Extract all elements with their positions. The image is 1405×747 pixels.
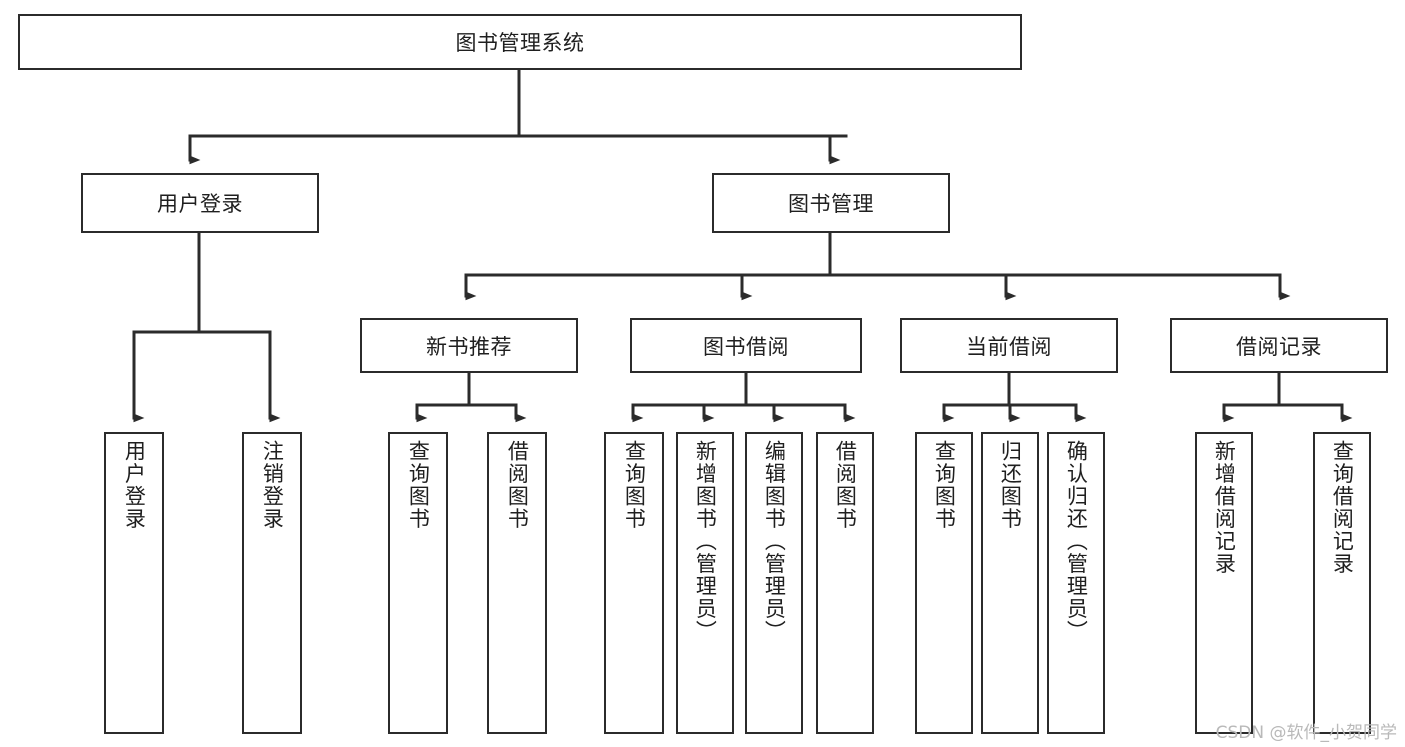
- node-label: 借阅图书: [833, 440, 858, 530]
- node-label: 归还图书: [998, 440, 1023, 530]
- leaf-confirm-return-admin[interactable]: 确认归还（管理员）: [1047, 432, 1105, 734]
- node-label: 查询图书: [622, 440, 647, 530]
- leaf-borrow-books[interactable]: 借阅图书: [816, 432, 874, 734]
- node-label: 编辑图书（管理员）: [762, 440, 787, 643]
- leaf-add-book-admin[interactable]: 新增图书（管理员）: [676, 432, 734, 734]
- node-root-book-management-system[interactable]: 图书管理系统: [18, 14, 1022, 70]
- node-label: 用户登录: [157, 192, 243, 216]
- node-label: 图书管理系统: [455, 31, 585, 55]
- node-label: 确认归还（管理员）: [1064, 440, 1089, 643]
- node-label: 查询图书: [932, 440, 957, 530]
- node-new-book-recommendation[interactable]: 新书推荐: [360, 318, 578, 373]
- node-label: 查询借阅记录: [1330, 440, 1355, 575]
- leaf-edit-book-admin[interactable]: 编辑图书（管理员）: [745, 432, 803, 734]
- node-user-login[interactable]: 用户登录: [81, 173, 319, 233]
- node-label: 注销登录: [260, 440, 285, 530]
- node-current-borrowing[interactable]: 当前借阅: [900, 318, 1118, 373]
- node-label: 新增图书（管理员）: [693, 440, 718, 643]
- leaf-borrow-books-new[interactable]: 借阅图书: [487, 432, 547, 734]
- node-book-management[interactable]: 图书管理: [712, 173, 950, 233]
- node-label: 新增借阅记录: [1212, 440, 1237, 575]
- node-book-borrowing[interactable]: 图书借阅: [630, 318, 862, 373]
- node-label: 图书借阅: [703, 334, 789, 359]
- node-label: 图书管理: [788, 192, 874, 216]
- node-label: 借阅图书: [505, 440, 530, 530]
- leaf-add-borrow-record[interactable]: 新增借阅记录: [1195, 432, 1253, 734]
- leaf-logout[interactable]: 注销登录: [242, 432, 302, 734]
- node-label: 新书推荐: [426, 334, 512, 359]
- leaf-query-books-current[interactable]: 查询图书: [915, 432, 973, 734]
- leaf-query-borrow-record[interactable]: 查询借阅记录: [1313, 432, 1371, 734]
- node-borrowing-records[interactable]: 借阅记录: [1170, 318, 1388, 373]
- watermark-text: CSDN @软件_小贺同学: [1215, 723, 1397, 743]
- leaf-user-login[interactable]: 用户登录: [104, 432, 164, 734]
- node-label: 当前借阅: [966, 334, 1052, 359]
- leaf-query-books-borrow[interactable]: 查询图书: [604, 432, 664, 734]
- node-label: 查询图书: [406, 440, 431, 530]
- node-label: 借阅记录: [1236, 334, 1322, 359]
- leaf-return-books[interactable]: 归还图书: [981, 432, 1039, 734]
- leaf-query-books-new[interactable]: 查询图书: [388, 432, 448, 734]
- node-label: 用户登录: [122, 440, 147, 530]
